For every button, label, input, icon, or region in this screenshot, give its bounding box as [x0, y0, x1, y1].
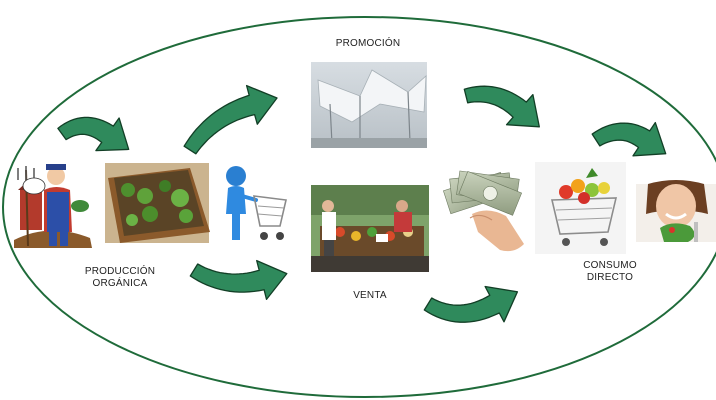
tent-canopy-photo — [311, 62, 427, 148]
arrow-to-sale — [189, 259, 288, 301]
farmer-illustration — [14, 164, 92, 248]
arrow-to-promotion — [183, 84, 278, 155]
market-stall-photo — [311, 185, 429, 272]
direct-consumption-line2: DIRECTO — [586, 272, 634, 283]
arrow-money-to-consume — [591, 121, 667, 157]
arrow-promotion-to-money — [463, 85, 540, 128]
arrow-production-to-bed — [57, 116, 130, 152]
flow-arrows — [57, 84, 667, 323]
organic-production-line1: PRODUCCIÓN — [84, 266, 156, 277]
direct-consumption-line1: CONSUMO — [583, 260, 637, 271]
produce-cart-photo — [535, 162, 626, 254]
shopping-cart-figure — [219, 162, 291, 248]
promotion-label: PROMOCIÓN — [335, 38, 401, 49]
woman-eating-salad-photo — [636, 180, 716, 242]
organic-production-label: PRODUCCIÓN ORGÁNICA — [70, 266, 170, 290]
arrow-sale-to-consume — [423, 285, 519, 323]
raised-garden-bed-photo — [105, 163, 210, 243]
money-hand-photo — [443, 170, 524, 252]
organic-production-line2: ORGÁNICA — [92, 278, 148, 289]
direct-consumption-label: CONSUMO DIRECTO — [560, 260, 660, 284]
sale-label: VENTA — [353, 290, 387, 301]
cycle-ellipse — [2, 16, 716, 398]
